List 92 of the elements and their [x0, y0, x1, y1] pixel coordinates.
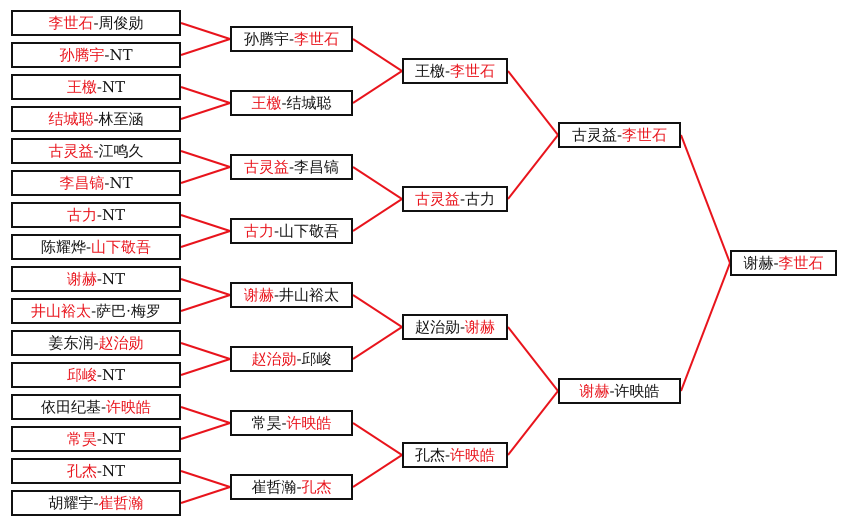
match-box — [230, 346, 353, 372]
match-box — [402, 186, 508, 212]
bracket-line — [180, 358, 230, 376]
match-box — [11, 362, 181, 388]
match-result: 古力-山下敬吾 — [244, 222, 340, 240]
bracket-line — [180, 422, 230, 440]
match-result: 孙腾宇-NT — [59, 46, 133, 64]
match-box — [11, 266, 181, 292]
match-box — [730, 250, 837, 276]
match-result: 李世石-周俊勋 — [48, 14, 144, 32]
match-box — [230, 282, 353, 308]
match-result: 陈耀烨-山下敬吾 — [40, 238, 152, 256]
bracket-line — [180, 486, 230, 504]
bracket-line — [352, 454, 403, 488]
bracket-line — [507, 134, 559, 200]
match-box — [11, 170, 181, 196]
match-result: 依田纪基-许映皓 — [40, 398, 152, 416]
match-result: 常昊-NT — [66, 430, 126, 448]
bracket-line — [352, 166, 403, 200]
match-result: 常昊-许映皓 — [251, 414, 332, 432]
bracket-line — [352, 294, 403, 328]
bracket-line — [352, 70, 403, 104]
match-result: 古灵益-李昌镐 — [244, 158, 340, 176]
bracket-line — [180, 470, 230, 488]
match-box — [402, 58, 508, 84]
match-result: 孔杰-许映皓 — [414, 446, 496, 464]
match-box — [11, 426, 181, 452]
match-result: 胡耀宇-崔哲瀚 — [48, 494, 144, 512]
match-box — [402, 314, 508, 340]
bracket-line — [180, 342, 230, 360]
bracket-line — [680, 262, 731, 392]
match-result: 赵治勋-谢赫 — [414, 318, 496, 336]
bracket-line — [180, 166, 230, 184]
match-box — [11, 234, 181, 260]
match-result: 王檄-李世石 — [414, 62, 496, 80]
bracket-line — [680, 134, 731, 264]
match-result: 井山裕太-萨巴·梅罗 — [31, 302, 161, 320]
match-box — [558, 378, 681, 404]
match-result: 谢赫-李世石 — [743, 254, 824, 272]
match-result: 孙腾宇-李世石 — [244, 30, 340, 48]
match-result: 古灵益-古力 — [414, 190, 496, 208]
match-result: 结城聪-林至涵 — [48, 110, 144, 128]
match-result: 古灵益-江鸣久 — [48, 142, 144, 160]
match-box — [11, 138, 181, 164]
match-box — [230, 90, 353, 116]
match-box — [11, 74, 181, 100]
match-box — [230, 410, 353, 436]
match-result: 赵治勋-邱峻 — [251, 350, 332, 368]
match-result: 邱峻-NT — [66, 366, 126, 384]
match-result: 谢赫-许映皓 — [579, 382, 660, 400]
bracket-line — [180, 86, 230, 104]
match-box — [11, 458, 181, 484]
bracket-line — [352, 198, 403, 232]
match-box — [558, 122, 681, 148]
bracket-line — [180, 406, 230, 424]
match-result: 古灵益-李世石 — [572, 126, 668, 144]
match-box — [11, 330, 181, 356]
bracket-line — [180, 38, 230, 56]
match-result: 李昌镐-NT — [59, 174, 133, 192]
match-result: 孔杰-NT — [66, 462, 126, 480]
bracket-line — [507, 326, 559, 392]
bracket-line — [180, 294, 230, 312]
match-result: 谢赫-NT — [66, 270, 126, 288]
bracket-line — [180, 150, 230, 168]
bracket-line — [507, 70, 559, 136]
match-box — [11, 10, 181, 36]
bracket-line — [352, 422, 403, 456]
match-box — [11, 394, 181, 420]
match-result: 谢赫-井山裕太 — [244, 286, 340, 304]
match-box — [230, 154, 353, 180]
bracket-line — [180, 22, 230, 40]
bracket-line — [180, 230, 230, 248]
bracket-line — [180, 102, 230, 120]
match-box — [11, 42, 181, 68]
match-box — [230, 26, 353, 52]
bracket-line — [180, 214, 230, 232]
match-result: 古力-NT — [66, 206, 126, 224]
match-box — [230, 218, 353, 244]
bracket-line — [180, 278, 230, 296]
match-result: 崔哲瀚-孔杰 — [251, 478, 332, 496]
match-result: 王檄-结城聪 — [251, 94, 332, 112]
match-box — [11, 106, 181, 132]
match-box — [230, 474, 353, 500]
match-result: 姜东润-赵治勋 — [48, 334, 144, 352]
match-result: 王檄-NT — [66, 78, 126, 96]
match-box — [402, 442, 508, 468]
match-box — [11, 202, 181, 228]
bracket-line — [507, 390, 559, 456]
match-box — [11, 490, 181, 516]
bracket-line — [352, 38, 403, 72]
match-box — [11, 298, 181, 324]
bracket-line — [352, 326, 403, 360]
